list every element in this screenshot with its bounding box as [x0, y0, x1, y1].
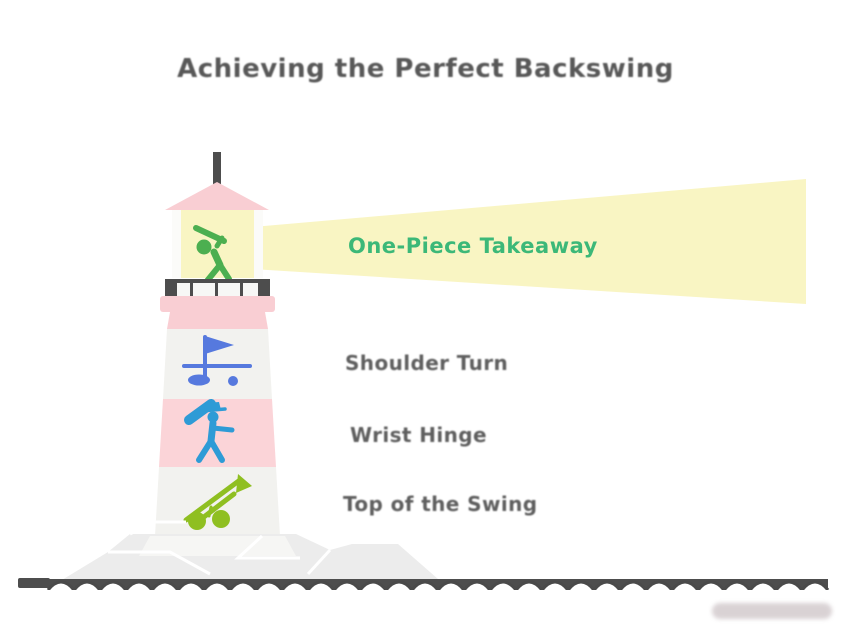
tower-collar — [167, 312, 268, 329]
golfer-swing-icon — [193, 225, 232, 284]
lamp-room-side-left — [172, 210, 181, 278]
watermark — [712, 603, 832, 619]
step-label-shoulder-turn: Shoulder Turn — [345, 351, 509, 375]
beam-label: One-Piece Takeaway — [348, 234, 598, 258]
roof — [165, 182, 269, 210]
golf-flag-icon — [182, 335, 252, 386]
step-label-wrist-hinge: Wrist Hinge — [350, 423, 487, 447]
step-label-top-of-swing: Top of the Swing — [343, 492, 538, 516]
page-title: Achieving the Perfect Backswing — [177, 54, 674, 84]
mast — [213, 152, 221, 190]
waves — [0, 578, 851, 642]
golfer-with-bag-icon — [184, 399, 235, 463]
gallery-deck — [160, 296, 275, 312]
gallery-railing — [165, 279, 270, 296]
light-beam — [253, 179, 806, 304]
rocks — [52, 520, 446, 586]
lamp-room-side-right — [254, 210, 263, 278]
golf-clubs-icon — [183, 474, 252, 530]
